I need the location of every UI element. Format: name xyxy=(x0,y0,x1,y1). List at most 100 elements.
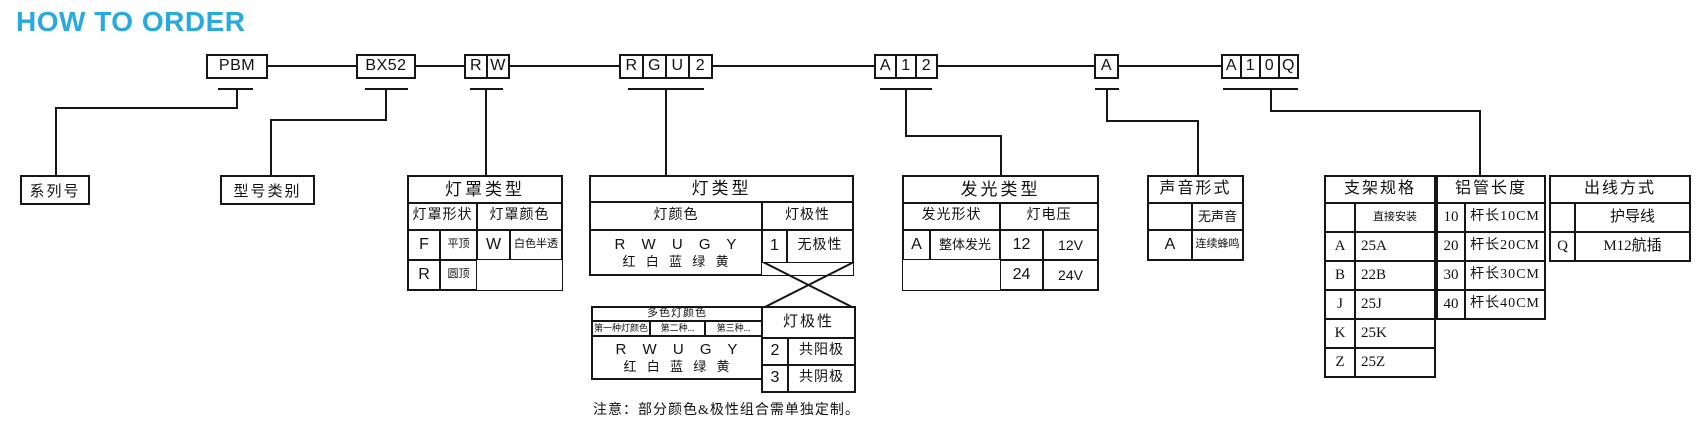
desc-cell: 共阳极 xyxy=(788,338,855,365)
desc-cell: 25K xyxy=(1355,319,1435,348)
sound-type-table: 声音形式 无声音 A 连续蜂鸣 xyxy=(1147,175,1244,261)
code-cell xyxy=(1550,203,1575,232)
code-cell: Z xyxy=(1325,348,1355,377)
code-cell: 12 xyxy=(1000,230,1043,260)
code-cell: B xyxy=(1325,261,1355,290)
desc-cell: 整体发光 xyxy=(930,230,1000,260)
emission-type-table: 发光类型 发光形状 灯电压 A 整体发光 12 12V 24 24V xyxy=(902,175,1099,291)
connector-line xyxy=(485,88,487,176)
cover-type-table: 灯罩类型 灯罩形状 灯罩颜色 F 平顶 W 白色半透 R 圆顶 xyxy=(407,175,563,291)
connector-line xyxy=(1479,110,1481,176)
code-box-model: BX52 xyxy=(356,54,416,79)
code-cell: G xyxy=(643,55,666,78)
desc-cell: 护导线 xyxy=(1575,203,1690,232)
connector-line xyxy=(1106,120,1199,122)
desc-cell: 杆长20CM xyxy=(1465,232,1545,261)
code-cell: 2 xyxy=(916,55,937,78)
connector-line xyxy=(270,119,387,121)
outlet-type-table: 出线方式 护导线 Q M12航插 xyxy=(1549,175,1691,262)
code-cell: 0 xyxy=(1260,55,1279,78)
desc-cell: 24V xyxy=(1043,260,1098,290)
table-title: 出线方式 xyxy=(1550,176,1690,203)
desc-cell: 平顶 xyxy=(440,230,477,260)
color-names: 红 白 蓝 绿 黄 xyxy=(623,358,731,374)
code-cell: A xyxy=(1325,232,1355,261)
connector-line xyxy=(235,65,1270,67)
color-codes: R W U G Y xyxy=(615,340,739,358)
desc-cell: 连续蜂鸣 xyxy=(1192,230,1243,260)
column-header: 第二种... xyxy=(650,321,705,336)
connector-line xyxy=(55,107,57,175)
color-names: 红 白 蓝 绿 黄 xyxy=(622,253,730,269)
lamp-type-table: 灯类型 灯颜色 灯极性 R W U G Y 红 白 蓝 绿 黄 1 无极性 xyxy=(589,175,854,276)
color-codes-cell: R W U G Y 红 白 蓝 绿 黄 xyxy=(592,336,762,379)
desc-cell: 25Z xyxy=(1355,348,1435,377)
connector-line xyxy=(1000,135,1002,176)
connector-line xyxy=(905,135,1002,137)
code-cell: 30 xyxy=(1437,261,1465,290)
connector-line xyxy=(665,88,667,176)
desc-cell: 无声音 xyxy=(1192,203,1243,230)
code-cell: R xyxy=(465,55,487,78)
code-cell: R xyxy=(408,260,440,290)
code-box-sound: A xyxy=(1094,54,1119,79)
desc-cell: 25A xyxy=(1355,232,1435,261)
desc-cell: 25J xyxy=(1355,290,1435,319)
code-cell: 1 xyxy=(896,55,916,78)
table-title: 灯极性 xyxy=(762,307,855,338)
table-title: 灯罩类型 xyxy=(408,176,562,203)
table-title: 支架规格 xyxy=(1325,176,1435,203)
code-cell: PBM xyxy=(207,55,267,78)
model-label-box: 型号类别 xyxy=(220,175,315,205)
code-cell: BX52 xyxy=(357,55,415,78)
code-cell: Q xyxy=(1550,232,1575,261)
code-cell: 2 xyxy=(689,55,712,78)
column-header: 第一种灯颜色 xyxy=(592,321,650,336)
code-cell: 2 xyxy=(762,338,788,365)
page-title: HOW TO ORDER xyxy=(16,6,246,37)
connector-line xyxy=(905,88,907,135)
table-title: 灯类型 xyxy=(590,176,853,202)
desc-cell: M12航插 xyxy=(1575,232,1690,261)
code-cell: J xyxy=(1325,290,1355,319)
series-label-box: 系列号 xyxy=(20,175,90,205)
code-box-mount: A 1 0 Q xyxy=(1221,54,1299,79)
column-header: 第三种... xyxy=(705,321,762,336)
table-title: 铝管长度 xyxy=(1437,176,1545,203)
multicolor-table: 多色灯颜色 第一种灯颜色 第二种... 第三种... R W U G Y 红 白… xyxy=(591,306,763,380)
column-header: 灯极性 xyxy=(762,202,853,230)
connector-line xyxy=(270,119,272,175)
code-cell: R xyxy=(620,55,643,78)
desc-cell: 白色半透 xyxy=(510,230,562,260)
desc-cell: 22B xyxy=(1355,261,1435,290)
code-cell: A xyxy=(1222,55,1241,78)
code-box-cover: R W xyxy=(464,54,510,79)
code-cell: A xyxy=(1095,55,1118,78)
code-cell: 40 xyxy=(1437,290,1465,319)
table-title: 声音形式 xyxy=(1148,176,1243,203)
tube-length-table: 铝管长度 10 杆长10CM 20 杆长20CM 30 杆长30CM 40 杆长… xyxy=(1436,175,1546,320)
code-cell: 10 xyxy=(1437,203,1465,232)
code-cell: A xyxy=(903,230,930,260)
tbar-line xyxy=(218,88,253,90)
connector-line xyxy=(1106,88,1108,120)
table-title: 发光类型 xyxy=(903,176,1098,203)
tbar-line xyxy=(1223,88,1298,90)
code-box-series: PBM xyxy=(206,54,268,79)
color-codes: R W U G Y xyxy=(614,235,738,253)
code-cell: 3 xyxy=(762,365,788,392)
desc-cell: 杆长40CM xyxy=(1465,290,1545,319)
connector-line xyxy=(1270,88,1272,110)
code-box-emission: A 1 2 xyxy=(874,54,938,79)
column-header: 灯罩颜色 xyxy=(477,203,562,230)
code-cell: 1 xyxy=(1241,55,1260,78)
column-header: 灯电压 xyxy=(1000,203,1098,230)
desc-cell: 杆长30CM xyxy=(1465,261,1545,290)
code-cell: F xyxy=(408,230,440,260)
code-cell: Q xyxy=(1279,55,1298,78)
code-cell xyxy=(1325,203,1355,232)
column-header: 发光形状 xyxy=(903,203,1000,230)
desc-cell: 圆顶 xyxy=(440,260,477,290)
code-cell: K xyxy=(1325,319,1355,348)
